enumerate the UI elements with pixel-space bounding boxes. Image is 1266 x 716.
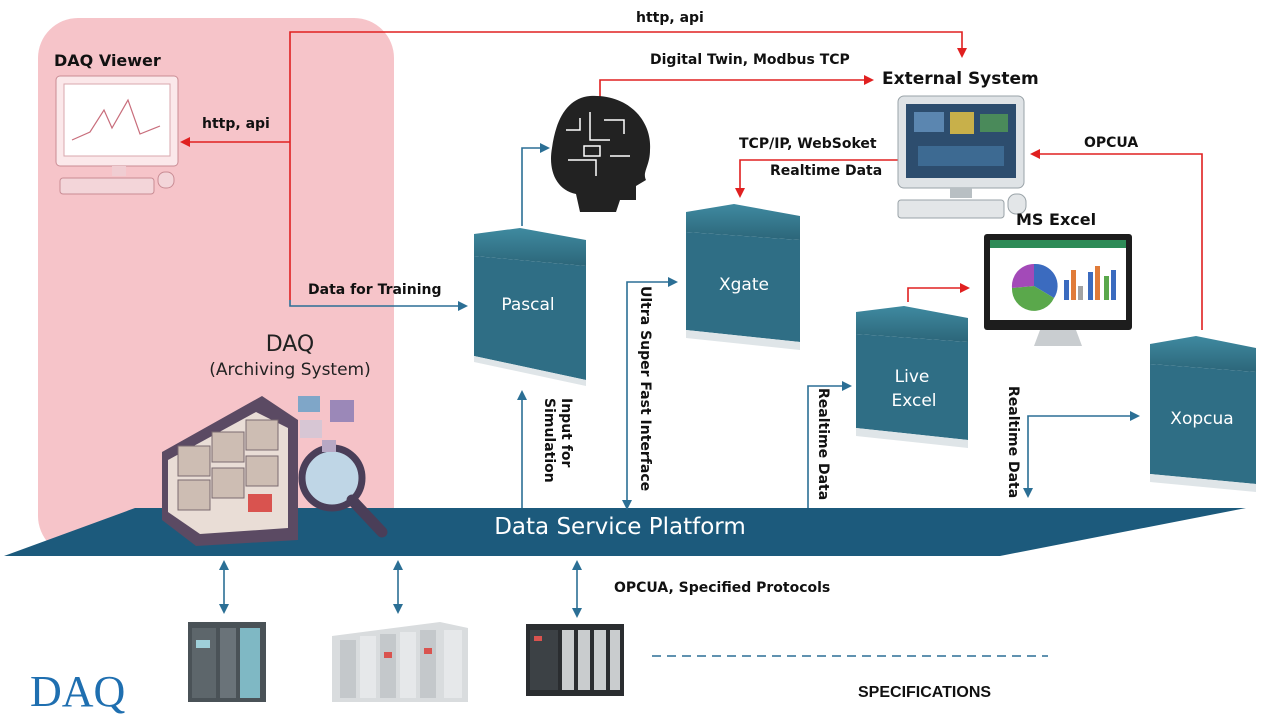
daq-title: DAQ <box>265 332 315 357</box>
label-http-api-viewer: http, api <box>202 116 270 132</box>
xopcua-box: Xopcua <box>1150 336 1256 492</box>
label-realtime-live: Realtime Data <box>814 388 831 501</box>
plc-device-2 <box>332 622 468 702</box>
daq-viewer-computer <box>55 75 179 195</box>
label-http-api-top: http, api <box>636 10 704 26</box>
label-digital-twin: Digital Twin, Modbus TCP <box>650 52 850 68</box>
live-excel-box: Live Excel <box>856 306 968 448</box>
daq-subtitle: (Archiving System) <box>209 360 371 380</box>
live-excel-label-2: Excel <box>891 391 936 411</box>
external-system-title: External System <box>882 69 1039 89</box>
link-live-excel-ms <box>907 283 970 302</box>
daq-logo-text: DAQ <box>30 667 126 716</box>
xgate-box: Xgate <box>686 204 800 350</box>
xgate-label: Xgate <box>719 275 769 295</box>
link-digital-twin <box>599 75 874 98</box>
ms-excel-monitor <box>984 234 1132 346</box>
platform-label: Data Service Platform <box>494 514 746 540</box>
label-realtime-xopcua: Realtime Data <box>1004 386 1021 499</box>
ai-head-icon <box>551 95 651 212</box>
ms-excel-title: MS Excel <box>1016 210 1097 229</box>
link-opcua <box>1030 149 1203 330</box>
blue-links <box>219 143 1140 657</box>
link-http-api-top <box>289 31 967 300</box>
link-data-training <box>289 300 468 311</box>
link-realtime-xopcua <box>1023 411 1140 498</box>
link-pascal-head <box>521 143 550 226</box>
link-realtime-live <box>807 381 852 508</box>
daq-viewer-title: DAQ Viewer <box>54 51 161 70</box>
xopcua-label: Xopcua <box>1170 409 1233 429</box>
label-opcua: OPCUA <box>1084 135 1139 151</box>
link-ultra-fast <box>622 277 678 510</box>
data-service-platform-band <box>4 508 1246 556</box>
link-tcpip <box>735 159 898 198</box>
archiving-illustration <box>162 396 388 546</box>
live-excel-label-1: Live <box>895 367 930 387</box>
pascal-box: Pascal <box>474 228 586 386</box>
label-field-protocols: OPCUA, Specified Protocols <box>614 580 831 596</box>
pascal-label: Pascal <box>501 295 554 315</box>
external-system-computer <box>897 95 1027 219</box>
label-tcpip: TCP/IP, WebSoket <box>739 136 877 152</box>
label-data-for-training: Data for Training <box>308 282 442 298</box>
label-ultra-fast: Ultra Super Fast Interface <box>636 286 653 492</box>
label-input-for-simulation: Input for Simulation <box>541 398 574 483</box>
label-realtime-xgate: Realtime Data <box>770 163 883 179</box>
plc-device-3 <box>526 624 624 696</box>
specifications-heading: SPECIFICATIONS <box>858 684 992 701</box>
plc-device-1 <box>188 622 266 702</box>
red-links <box>180 31 1203 330</box>
